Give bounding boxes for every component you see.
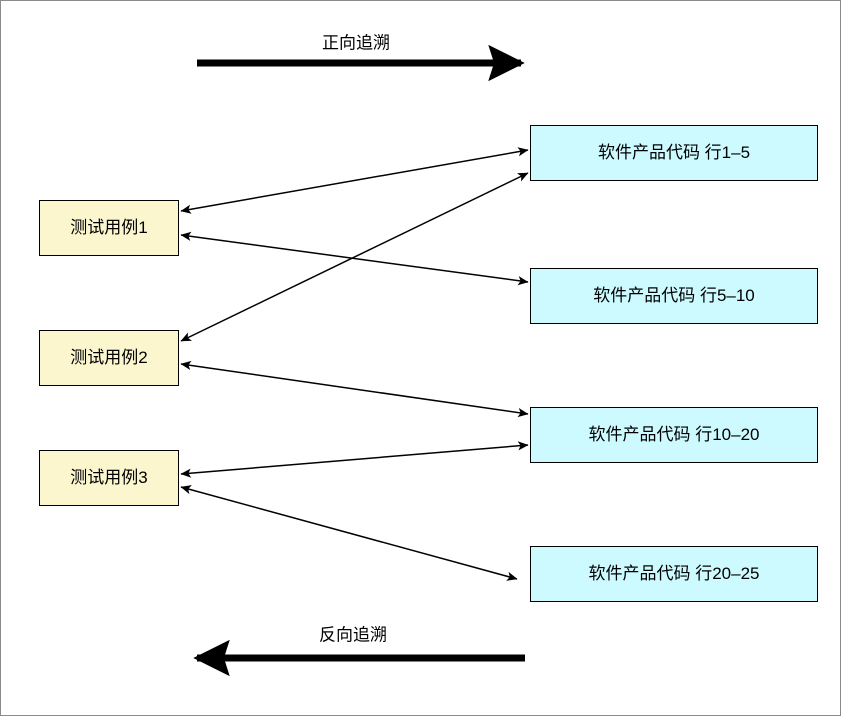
link-tc3-c3 xyxy=(180,441,529,478)
testcase-node-tc3[interactable]: 测试用例3 xyxy=(39,450,179,506)
testcase-node-label: 测试用例1 xyxy=(70,217,148,237)
traceability-links xyxy=(180,147,529,581)
testcase-node-tc1[interactable]: 测试用例1 xyxy=(39,200,179,256)
link-tc1-c1 xyxy=(180,147,529,214)
link-tc2-c1 xyxy=(180,172,529,342)
code-node-label: 软件产品代码 行10–20 xyxy=(588,424,760,444)
code-node-c2[interactable]: 软件产品代码 行5–10 xyxy=(530,268,818,324)
code-node-label: 软件产品代码 行20–25 xyxy=(588,563,760,583)
link-tc2-c3 xyxy=(180,360,529,418)
direction-arrows xyxy=(193,44,525,677)
testcase-node-label: 测试用例2 xyxy=(70,347,148,367)
code-node-label: 软件产品代码 行5–10 xyxy=(593,285,755,305)
backward-trace-label: 反向追溯 xyxy=(319,625,387,645)
testcase-node-label: 测试用例3 xyxy=(70,467,148,487)
link-tc1-c2 xyxy=(180,231,529,286)
code-node-c3[interactable]: 软件产品代码 行10–20 xyxy=(530,407,818,463)
code-node-label: 软件产品代码 行1–5 xyxy=(597,142,751,162)
code-node-c1[interactable]: 软件产品代码 行1–5 xyxy=(530,125,818,181)
testcase-node-tc2[interactable]: 测试用例2 xyxy=(39,330,179,386)
code-node-c4[interactable]: 软件产品代码 行20–25 xyxy=(530,546,818,602)
link-tc3-c4 xyxy=(180,485,518,581)
forward-trace-label: 正向追溯 xyxy=(322,33,390,53)
